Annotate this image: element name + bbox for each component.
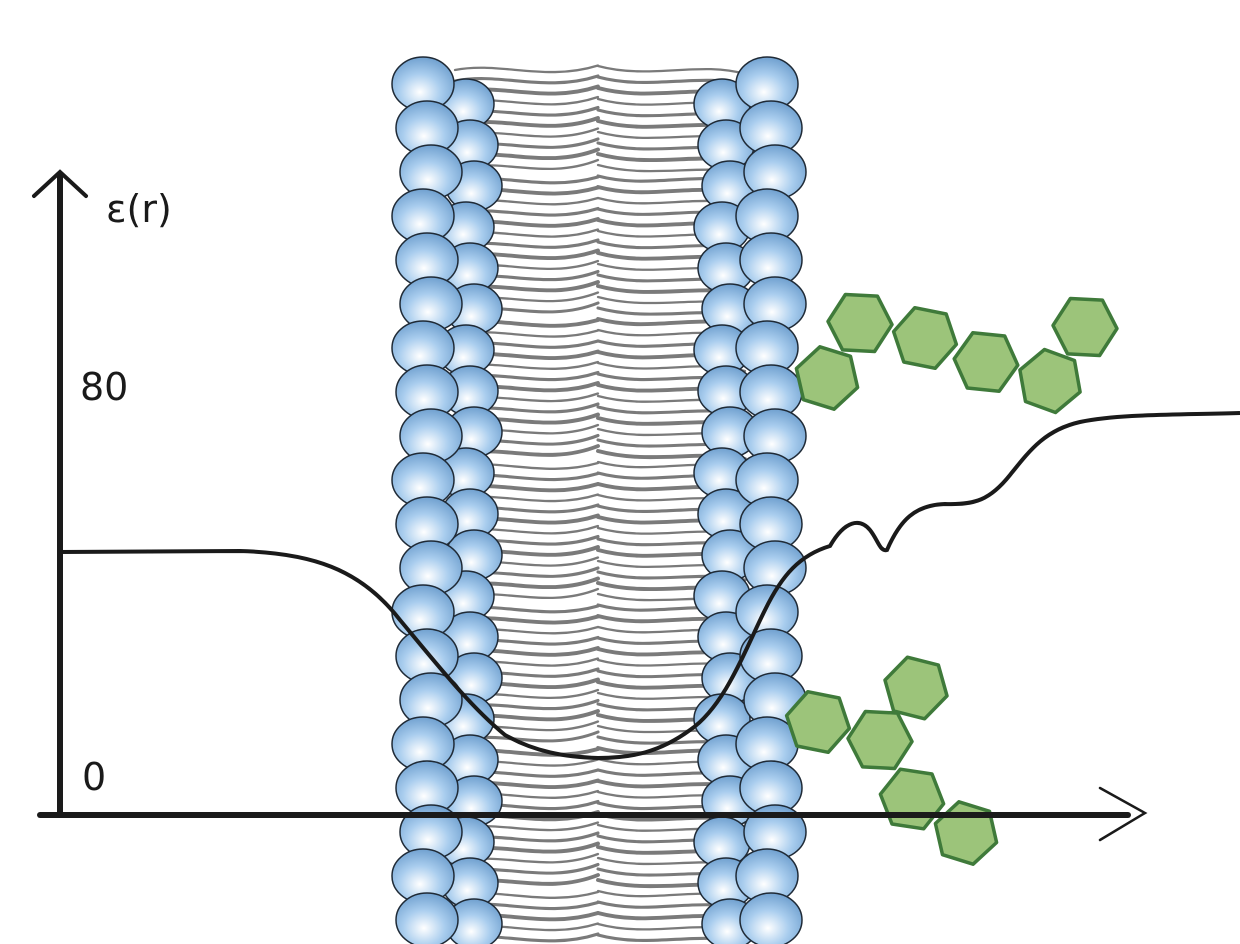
hexagon-sugar-icon: [933, 800, 999, 866]
y-axis-label: ε(r): [106, 187, 172, 231]
oligosaccharide-chains: [784, 292, 1119, 866]
hexagon-sugar-icon: [891, 305, 959, 371]
axes: [32, 169, 1148, 842]
hexagon-sugar-icon: [878, 767, 946, 831]
hexagon-sugar-icon: [952, 331, 1020, 393]
hexagon-sugar-icon: [1018, 347, 1082, 415]
y-axis-arrowhead: [32, 169, 88, 198]
hexagon-sugar-icon: [846, 709, 914, 771]
tick-label-0: 0: [82, 755, 106, 799]
x-axis-arrowhead: [1098, 786, 1148, 842]
lipid-head: [395, 892, 459, 944]
tick-label-80: 80: [80, 365, 128, 409]
outer-head-groups: [391, 56, 807, 944]
hexagon-sugar-icon: [794, 345, 860, 411]
hexagon-sugar-icon: [784, 689, 852, 755]
dielectric-profile-curve: [59, 411, 1240, 761]
lipid-tail: [453, 64, 600, 74]
hexagon-sugar-icon: [1051, 296, 1119, 358]
lipid-tail: [596, 64, 747, 76]
lipid-head: [739, 892, 803, 944]
hexagon-sugar-icon: [883, 655, 949, 721]
hexagon-sugar-icon: [826, 292, 894, 354]
lipid-bilayer-icon: [391, 56, 807, 944]
